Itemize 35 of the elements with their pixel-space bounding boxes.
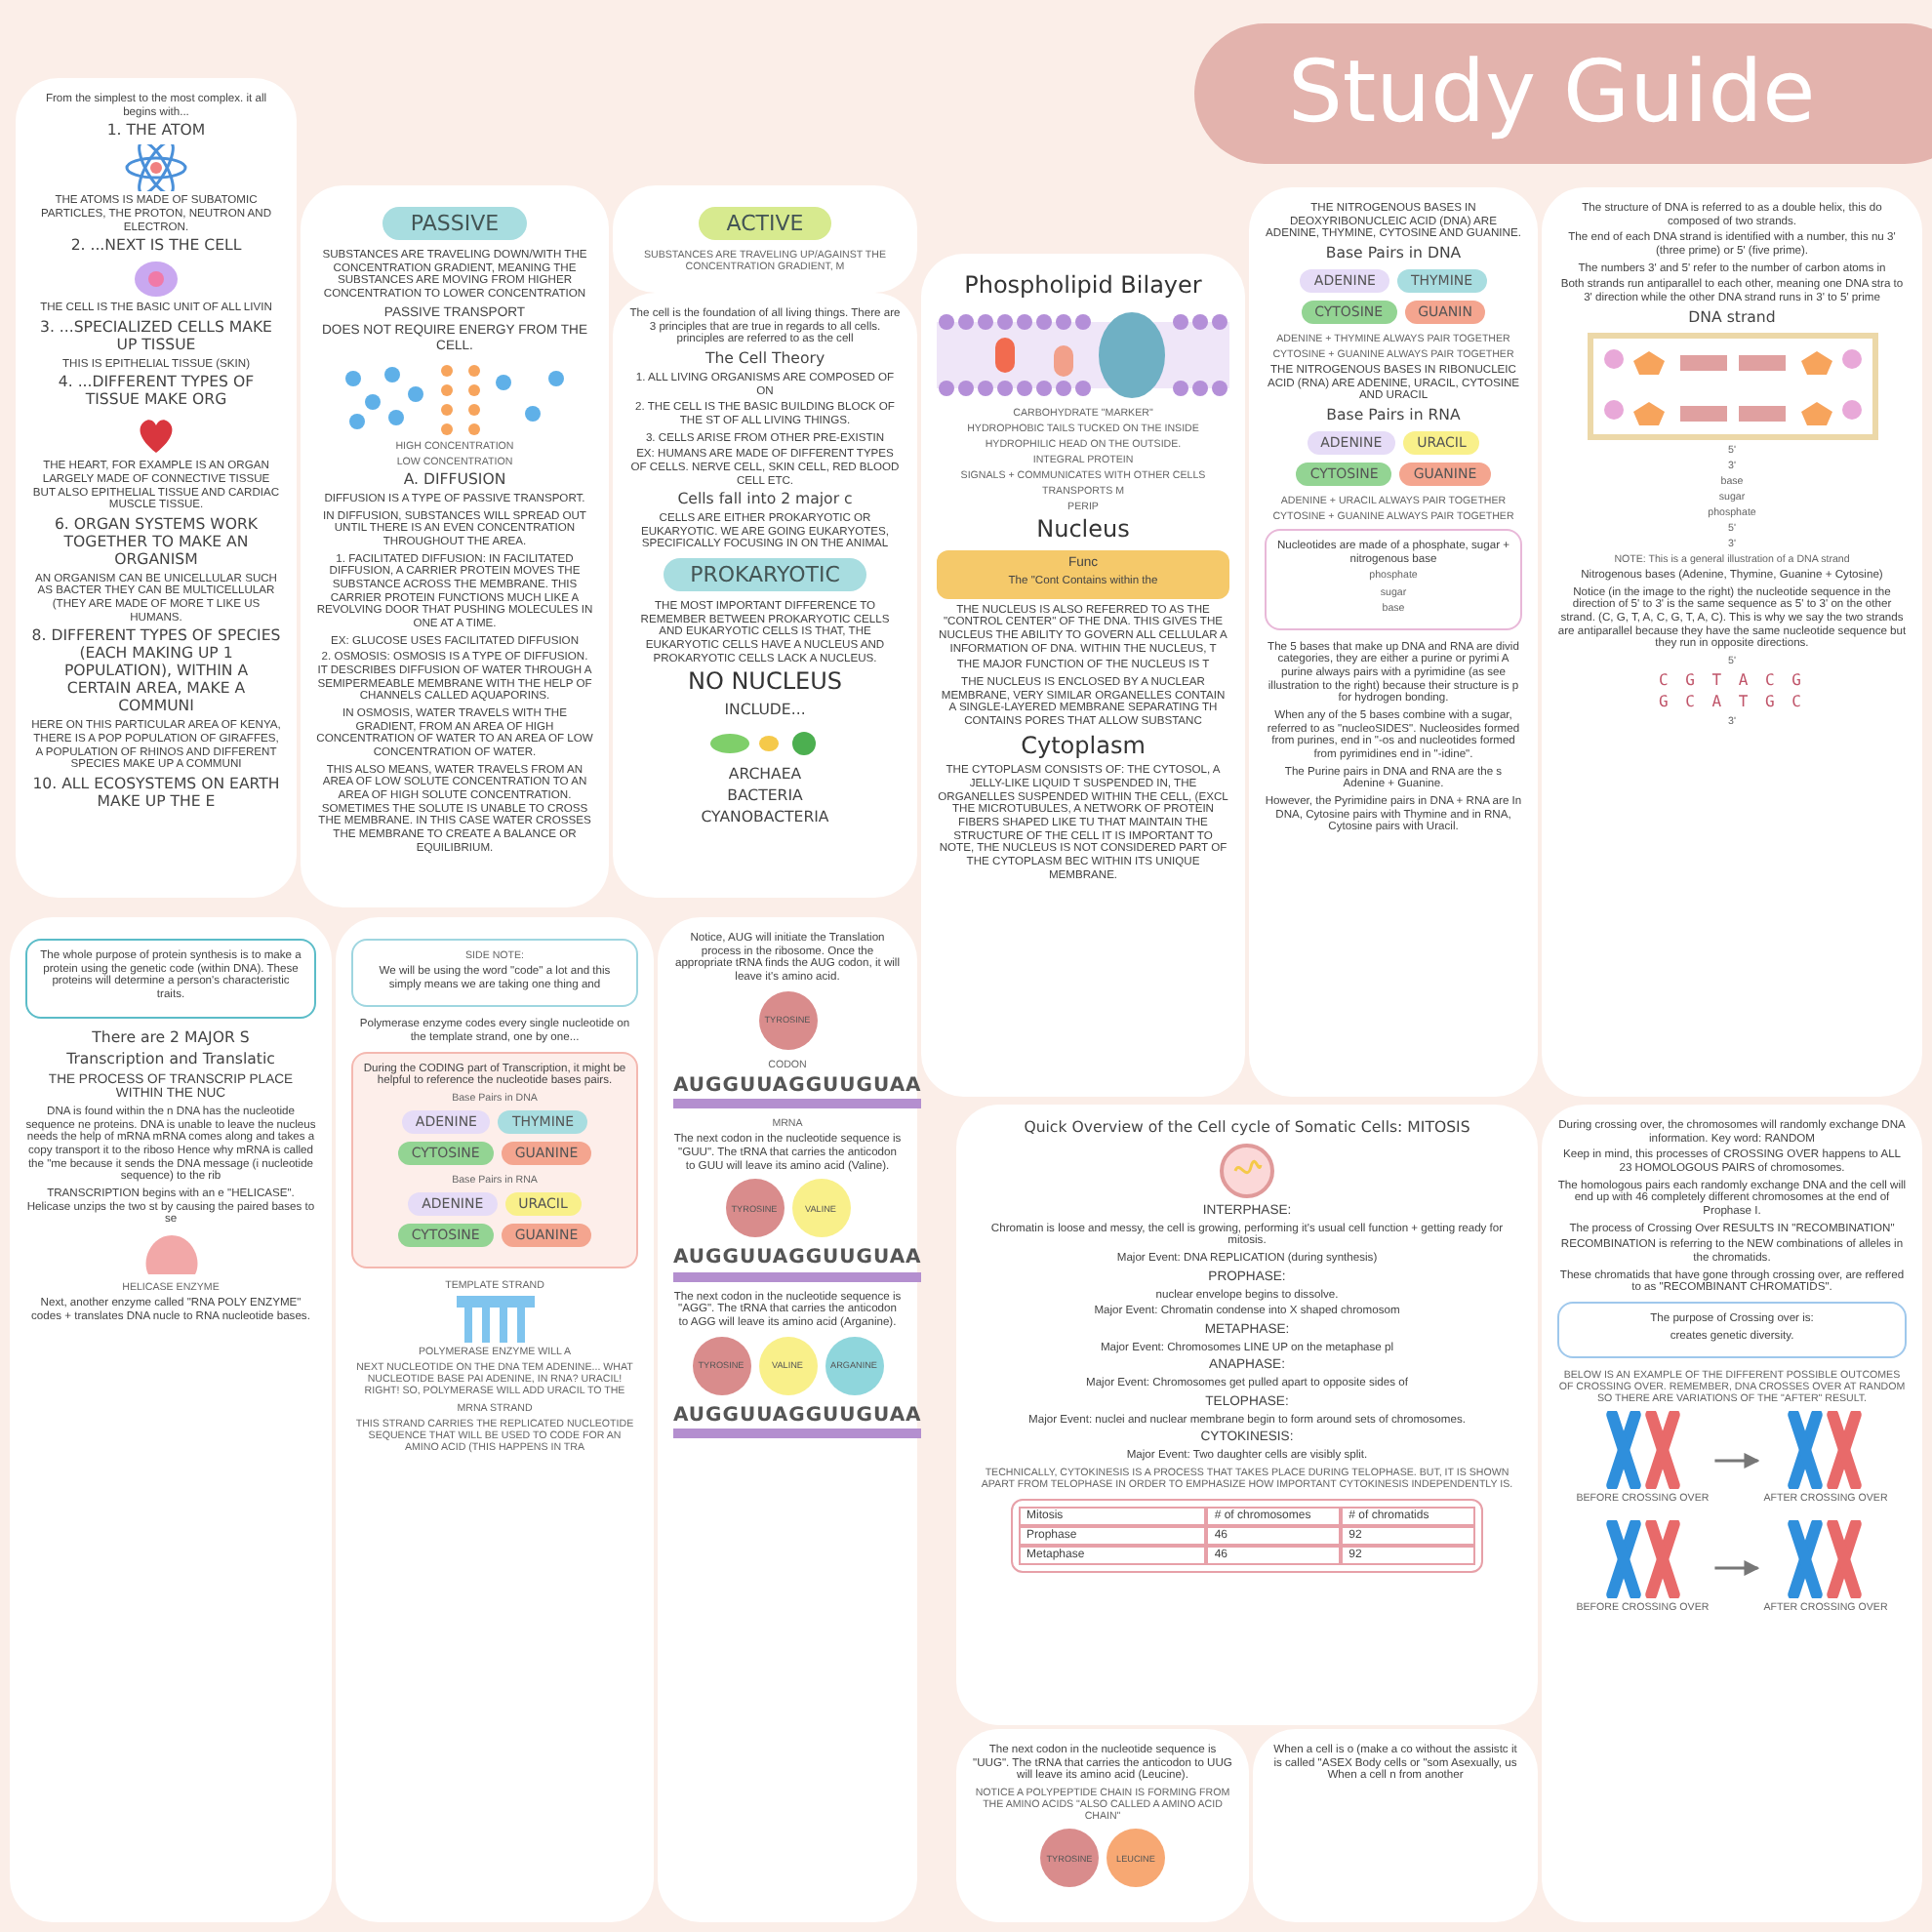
arrow bbox=[1714, 1452, 1760, 1469]
heading: Phospholipid Bilayer bbox=[962, 273, 1204, 301]
page-card bbox=[1542, 187, 1922, 1097]
title: Study Guide bbox=[1194, 23, 1932, 164]
arrow bbox=[1714, 1560, 1760, 1577]
topic-banner: ACTIVE bbox=[699, 207, 831, 240]
page-card bbox=[956, 1729, 1249, 1922]
note-box bbox=[351, 939, 638, 1008]
heading: Cytoplasm bbox=[1019, 733, 1147, 760]
mrna-strand: AUGGUUAGGUUGUAA bbox=[673, 1074, 922, 1109]
page-card bbox=[613, 185, 917, 294]
page-card bbox=[301, 185, 609, 907]
base-letters: G C A T G C bbox=[1657, 693, 1807, 712]
page-card bbox=[658, 917, 917, 1922]
page-card bbox=[1542, 1105, 1922, 1922]
note-box bbox=[1557, 1301, 1907, 1359]
note-box bbox=[25, 939, 316, 1019]
heading: NO NUCLEUS bbox=[685, 669, 845, 698]
page-card bbox=[921, 254, 1245, 1097]
note-box bbox=[351, 1051, 638, 1269]
heading: Nucleus bbox=[1034, 517, 1132, 545]
topic-banner: PROKARYOTIC bbox=[663, 558, 867, 592]
topic-banner: PASSIVE bbox=[382, 207, 527, 240]
page-card bbox=[1249, 187, 1538, 1097]
page-card bbox=[336, 917, 654, 1922]
page-card bbox=[613, 293, 917, 898]
note-box bbox=[937, 550, 1229, 599]
page-card bbox=[10, 917, 332, 1922]
page-card bbox=[956, 1105, 1538, 1725]
data-table bbox=[1011, 1498, 1483, 1573]
mrna-strand: AUGGUUAGGUUGUAA bbox=[673, 1404, 922, 1439]
mrna-strand: AUGGUUAGGUUGUAA bbox=[673, 1247, 922, 1282]
page-card bbox=[16, 78, 297, 898]
base-letters: C G T A C G bbox=[1657, 671, 1807, 690]
note-box bbox=[1265, 529, 1522, 630]
